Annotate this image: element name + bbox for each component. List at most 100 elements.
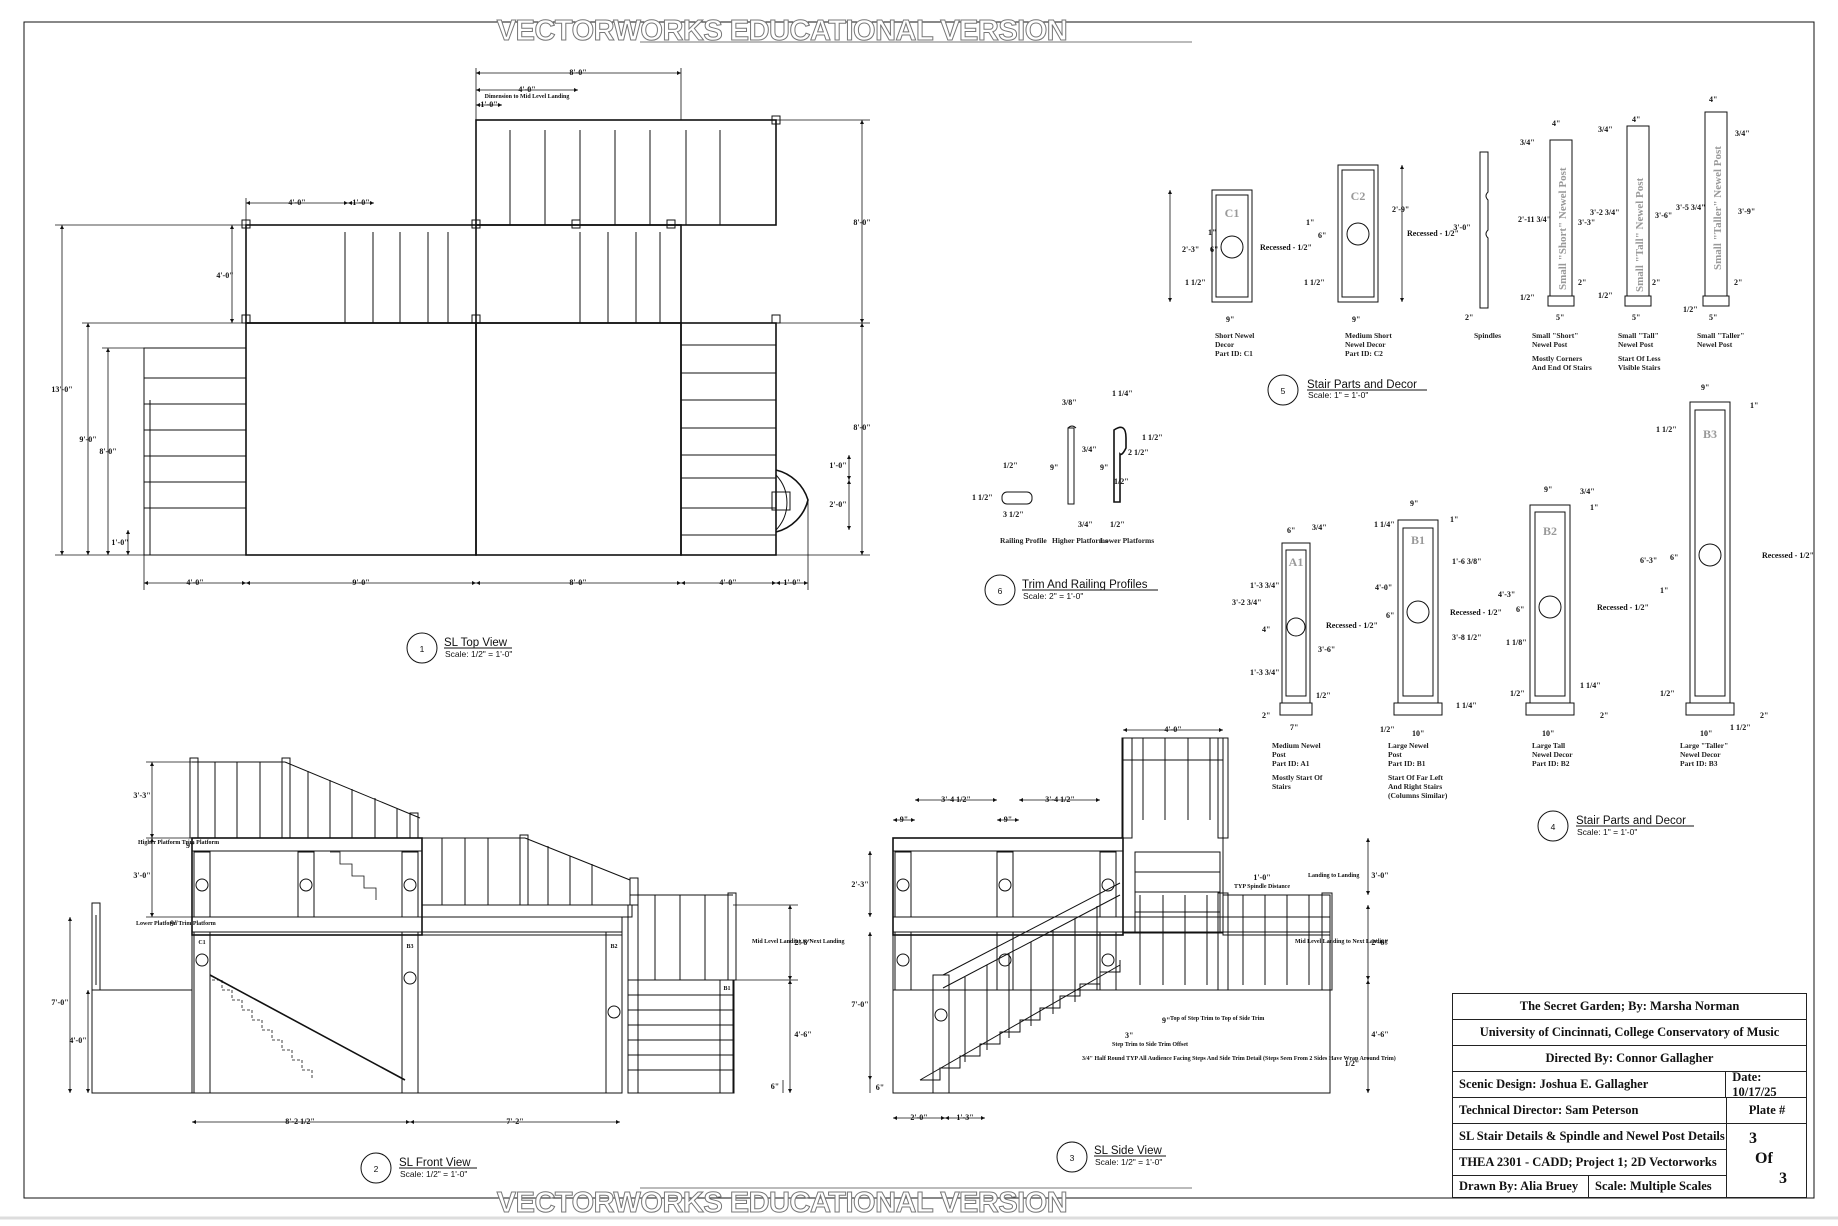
svg-text:Start Of Less: Start Of Less [1618, 354, 1661, 363]
svg-text:3'-0": 3'-0" [1371, 871, 1388, 880]
svg-text:6": 6" [1287, 526, 1295, 535]
svg-text:8'-0": 8'-0" [853, 218, 870, 227]
svg-text:10": 10" [1700, 729, 1712, 738]
svg-text:1 1/4": 1 1/4" [1112, 389, 1133, 398]
svg-text:4'-3": 4'-3" [1498, 590, 1515, 599]
svg-text:Top of Step Trim to Top of Sid: Top of Step Trim to Top of Side Trim [1170, 1016, 1264, 1022]
svg-text:Part ID: B1: Part ID: B1 [1388, 759, 1426, 768]
side-view-posts [894, 851, 1117, 1094]
svg-text:A1: A1 [1289, 555, 1304, 569]
svg-text:2 1/2": 2 1/2" [1128, 448, 1149, 457]
title-block: The Secret Garden; By: Marsha Norman Uni… [1452, 993, 1807, 1198]
svg-text:7": 7" [1290, 723, 1298, 732]
svg-text:Medium Short: Medium Short [1345, 331, 1392, 340]
svg-text:9'-0": 9'-0" [79, 435, 96, 444]
title-show: The Secret Garden; By: Marsha Norman [1453, 994, 1806, 1020]
svg-text:1/2": 1/2" [1316, 691, 1331, 700]
svg-text:Part ID: C1: Part ID: C1 [1215, 349, 1253, 358]
svg-text:Stair Parts and Decor: Stair Parts and Decor [1576, 815, 1686, 827]
svg-text:2'-3": 2'-3" [851, 880, 868, 889]
svg-text:2'-6": 2'-6" [1371, 938, 1388, 947]
svg-text:And Right Stairs: And Right Stairs [1388, 782, 1442, 791]
svg-text:Stair Parts and Decor: Stair Parts and Decor [1307, 379, 1417, 391]
svg-text:1/2": 1/2" [1660, 689, 1675, 698]
svg-text:Large "Taller": Large "Taller" [1680, 741, 1728, 750]
svg-text:1'-6 3/8": 1'-6 3/8" [1452, 557, 1482, 566]
svg-text:7'-0": 7'-0" [851, 1000, 868, 1009]
top-view-upper-stair [344, 130, 721, 323]
svg-text:1 1/4": 1 1/4" [1374, 520, 1395, 529]
svg-text:3/4": 3/4" [1312, 523, 1327, 532]
svg-text:4": 4" [1709, 95, 1717, 104]
svg-text:Mostly Start Of: Mostly Start Of [1272, 773, 1323, 782]
plate-number: 3 [1749, 1130, 1757, 1147]
svg-text:2": 2" [1465, 313, 1473, 322]
svg-text:Small "Tall": Small "Tall" [1618, 331, 1659, 340]
svg-text:3/4": 3/4" [1580, 487, 1595, 496]
side-view-spindles [964, 738, 1310, 1062]
svg-text:2": 2" [1760, 711, 1768, 720]
title-scale: Scale: Multiple Scales [1595, 1179, 1712, 1193]
svg-text:Medium Newel: Medium Newel [1272, 741, 1321, 750]
svg-text:3'-5 3/4": 3'-5 3/4" [1676, 203, 1706, 212]
title-plate-number: 3 Of 3 [1727, 1124, 1807, 1197]
svg-text:2'-11 3/4": 2'-11 3/4" [1518, 215, 1551, 224]
svg-text:1/2": 1/2" [1110, 520, 1125, 529]
svg-text:B3: B3 [1703, 427, 1717, 441]
svg-text:4": 4" [1552, 119, 1560, 128]
view-label-1: 1 SL Top View Scale: 1/2" = 1'-0" [406, 632, 512, 664]
svg-text:2": 2" [1600, 711, 1608, 720]
svg-text:1/2": 1/2" [1598, 291, 1613, 300]
svg-text:5": 5" [1709, 313, 1717, 322]
svg-text:Post: Post [1272, 750, 1286, 759]
svg-text:3'-6": 3'-6" [1318, 645, 1335, 654]
svg-text:Newel Decor: Newel Decor [1532, 750, 1573, 759]
view-label-6: 6 Trim And Railing Profiles Scale: 2" = … [984, 574, 1158, 606]
svg-text:C1: C1 [198, 940, 205, 946]
svg-text:Scale: 1/2" = 1'-0": Scale: 1/2" = 1'-0" [1095, 1157, 1162, 1167]
svg-text:4": 4" [1262, 625, 1270, 634]
svg-text:Part ID: A1: Part ID: A1 [1272, 759, 1310, 768]
svg-text:5": 5" [1632, 313, 1640, 322]
svg-text:Scale: 1/2" = 1'-0": Scale: 1/2" = 1'-0" [445, 649, 512, 659]
svg-text:9": 9" [1162, 1016, 1170, 1025]
svg-text:Recessed - 1/2": Recessed - 1/2" [1762, 551, 1814, 560]
svg-text:2'-0": 2'-0" [910, 1113, 927, 1122]
top-view-right-treads [681, 344, 776, 536]
svg-text:Small "Taller": Small "Taller" [1697, 331, 1744, 340]
svg-text:Post: Post [1388, 750, 1402, 759]
svg-text:1": 1" [1208, 228, 1216, 237]
svg-text:B1: B1 [723, 986, 730, 992]
svg-text:8'-0": 8'-0" [853, 423, 870, 432]
svg-text:4'-0": 4'-0" [719, 578, 736, 587]
svg-text:3'-6": 3'-6" [1655, 211, 1672, 220]
svg-text:1": 1" [1660, 586, 1668, 595]
svg-text:SL Top View: SL Top View [444, 637, 508, 649]
svg-text:2": 2" [1262, 711, 1270, 720]
svg-text:1/2": 1/2" [1114, 477, 1129, 486]
svg-text:SL Front View: SL Front View [399, 1157, 471, 1169]
svg-text:3/4" Half Round TYP All Audien: 3/4" Half Round TYP All Audience Facing … [1082, 1055, 1396, 1062]
svg-text:Newel Decor: Newel Decor [1345, 340, 1386, 349]
svg-text:9'-0": 9'-0" [352, 578, 369, 587]
svg-text:3/8": 3/8" [1062, 398, 1077, 407]
svg-text:6": 6" [1386, 611, 1394, 620]
watermark-bottom: VECTORWORKS EDUCATIONAL VERSION [497, 1187, 1067, 1219]
svg-text:3'-4 1/2": 3'-4 1/2" [1045, 795, 1075, 804]
svg-text:Stairs: Stairs [1272, 782, 1291, 791]
svg-text:3/4": 3/4" [1078, 520, 1093, 529]
side-view: 4'-0" 9" 3'-4 1/2" 9" 3'-4 1/2" 2'-3" 7'… [851, 725, 1395, 1122]
svg-text:Trim And Railing Profiles: Trim And Railing Profiles [1022, 579, 1148, 591]
svg-text:1": 1" [1306, 218, 1314, 227]
svg-text:9": 9" [1410, 499, 1418, 508]
svg-text:3 1/2": 3 1/2" [1003, 510, 1024, 519]
trim-profiles: 1/2" 1 1/2" 3 1/2" Railing Profile 3/8" … [972, 389, 1163, 545]
svg-text:Landing to Landing: Landing to Landing [1308, 873, 1359, 879]
svg-text:1 1/2": 1 1/2" [1730, 723, 1751, 732]
svg-text:1": 1" [1590, 503, 1598, 512]
svg-text:Step Trim to Side Trim Offset: Step Trim to Side Trim Offset [1112, 1042, 1188, 1048]
svg-text:Scale: 1" = 1'-0": Scale: 1" = 1'-0" [1308, 390, 1368, 400]
svg-text:1'-0": 1'-0" [783, 578, 800, 587]
svg-text:3'-0": 3'-0" [133, 871, 150, 880]
svg-text:B3: B3 [406, 944, 413, 950]
